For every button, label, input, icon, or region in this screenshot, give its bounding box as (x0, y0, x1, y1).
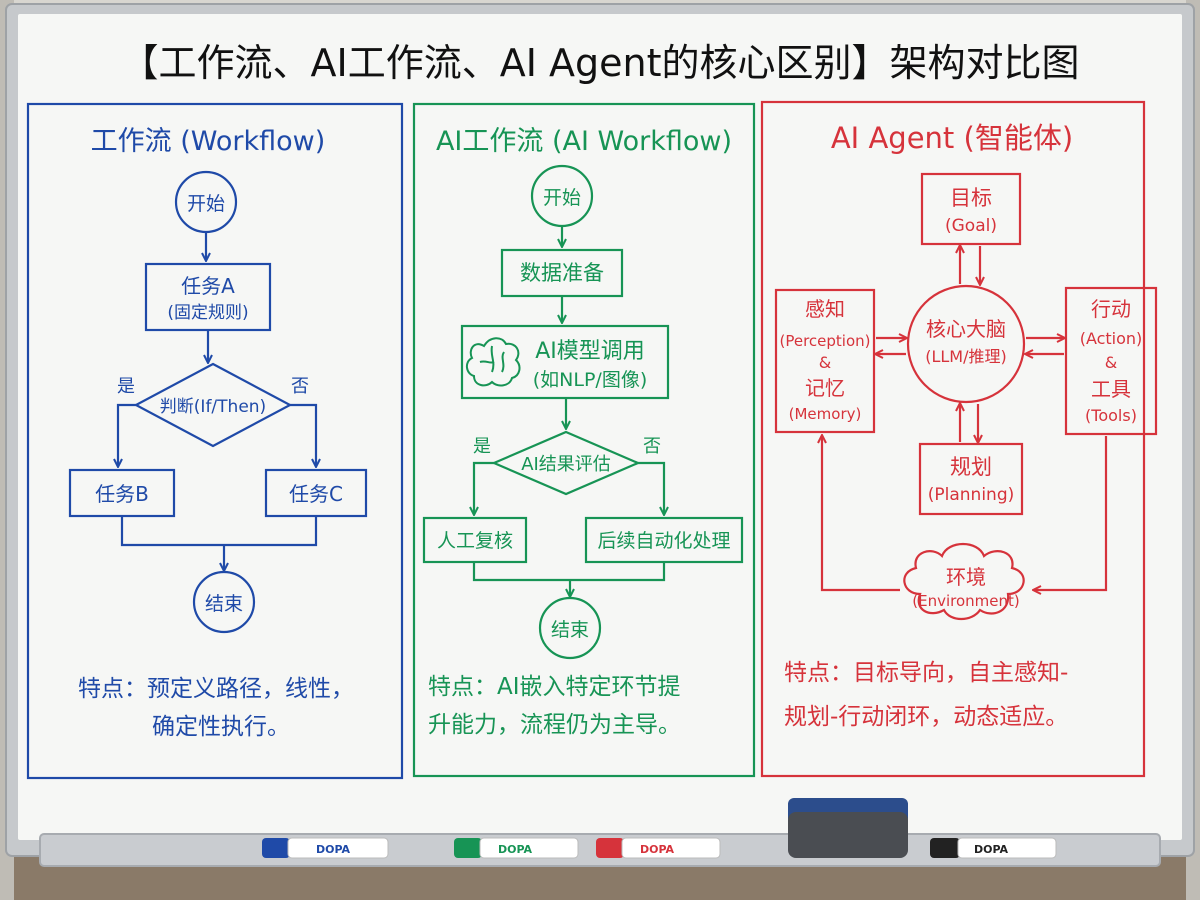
agent-feature-line1: 特点：目标导向，自主感知- (784, 660, 1068, 686)
eraser[interactable] (788, 798, 908, 858)
agent-planning-label: 规划 (950, 455, 992, 479)
wf-end-node (192, 570, 256, 634)
aiwf-decision-label: AI结果评估 (521, 454, 611, 475)
marker-blue-body (287, 837, 389, 859)
wf-merge-line (120, 516, 318, 547)
agent-memory-sublabel: (Memory) (789, 405, 862, 423)
marker-green-cap (454, 838, 482, 858)
agent-arrow-environment-perception (822, 436, 900, 592)
aiwf-start-label: 开始 (543, 187, 581, 209)
aiwf-manual-review-label: 人工复核 (437, 530, 513, 552)
agent-brain-label: 核心大脑 (926, 317, 1006, 341)
marker-red-body (621, 837, 721, 859)
ai-workflow-title: AI工作流 (AI Workflow) (436, 126, 732, 157)
wf-task-b-label: 任务B (95, 482, 149, 506)
agent-environment-cloud (903, 543, 1025, 621)
agent-perception-amp: & (819, 353, 831, 372)
agent-action-box (1064, 286, 1158, 436)
agent-action-label: 行动 (1091, 297, 1131, 321)
agent-action-amp: & (1105, 353, 1117, 372)
wf-feature-line1: 特点：预定义路径，线性， (78, 676, 354, 702)
agent-action-sublabel: (Action) (1080, 329, 1143, 348)
agent-tools-label: 工具 (1091, 377, 1131, 401)
marker-black-label: DOPA (974, 843, 1009, 856)
aiwf-yes-label: 是 (473, 436, 491, 457)
workflow-panel (26, 102, 404, 780)
agent-panel-border (760, 100, 1146, 778)
marker-black-body (957, 837, 1057, 859)
marker-red-label: DOPA (640, 843, 675, 856)
agent-environment-label: 环境 (946, 565, 986, 589)
agent-panel (760, 100, 1158, 778)
wf-yes-label: 是 (117, 376, 135, 397)
aiwf-end-label: 结束 (551, 619, 589, 641)
agent-brain-sublabel: (LLM/推理) (925, 347, 1007, 366)
agent-environment-sublabel: (Environment) (912, 592, 1019, 610)
wf-feature-line2: 确定性执行。 (152, 714, 290, 740)
wf-start-label: 开始 (187, 193, 225, 215)
agent-planning-box (918, 442, 1024, 516)
agent-perception-label: 感知 (805, 297, 845, 321)
marker-black[interactable]: DOPA (930, 837, 1057, 859)
marker-red[interactable]: DOPA (596, 837, 721, 859)
agent-perception-box (774, 288, 876, 434)
agent-feature-line2: 规划-行动闭环，动态适应。 (784, 704, 1068, 730)
marker-blue[interactable]: DOPA (262, 837, 389, 859)
wf-task-c-label: 任务C (289, 482, 343, 506)
marker-black-cap (930, 838, 960, 858)
wf-decision-diamond (133, 362, 293, 448)
aiwf-end-node (538, 596, 602, 660)
workflow-title: 工作流 (Workflow) (91, 126, 326, 157)
workflow-panel-border (26, 102, 404, 780)
aiwf-auto-process-label: 后续自动化处理 (597, 530, 730, 552)
agent-tools-sublabel: (Tools) (1085, 406, 1137, 425)
wf-end-label: 结束 (205, 593, 243, 615)
aiwf-decision-diamond (491, 430, 641, 496)
marker-green-body (479, 837, 579, 859)
agent-title: AI Agent (智能体) (831, 121, 1073, 155)
eraser-felt (788, 812, 908, 858)
wf-arrow-yes (118, 403, 136, 466)
aiwf-data-prep-label: 数据准备 (520, 261, 604, 285)
agent-memory-label: 记忆 (805, 376, 845, 400)
aiwf-no-label: 否 (643, 436, 661, 457)
ai-workflow-panel-border (412, 102, 756, 778)
page-title: 【工作流、AI工作流、AI Agent的核心区别】架构对比图 (121, 41, 1080, 85)
aiwf-feature-line1: 特点：AI嵌入特定环节提 (428, 674, 681, 700)
agent-planning-sublabel: (Planning) (928, 485, 1015, 505)
agent-perception-sublabel: (Perception) (779, 332, 870, 350)
wf-decision-label: 判断(If/Then) (160, 397, 266, 417)
aiwf-model-call-sublabel: (如NLP/图像) (533, 369, 647, 391)
agent-goal-sublabel: (Goal) (945, 216, 997, 236)
wf-no-label: 否 (291, 376, 309, 397)
marker-green-label: DOPA (498, 843, 533, 856)
aiwf-arrow-yes (474, 461, 494, 514)
agent-goal-box (920, 172, 1022, 246)
brain-icon (466, 337, 521, 387)
agent-brain-circle (906, 284, 1026, 404)
wf-arrow-no (290, 403, 316, 466)
board-surface (18, 14, 1182, 840)
marker-red-cap (596, 838, 624, 858)
wf-task-a-label: 任务A (181, 274, 235, 298)
marker-blue-label: DOPA (316, 843, 351, 856)
aiwf-model-call-label: AI模型调用 (535, 339, 645, 364)
marker-blue-cap (262, 838, 290, 858)
wf-task-a-sublabel: (固定规则) (167, 303, 248, 323)
aiwf-feature-line2: 升能力，流程仍为主导。 (428, 712, 681, 738)
aiwf-arrow-no (638, 461, 664, 514)
agent-arrow-action-environment (1034, 436, 1108, 590)
ai-workflow-panel (412, 102, 756, 778)
marker-green[interactable]: DOPA (454, 837, 579, 859)
agent-goal-label: 目标 (950, 186, 992, 210)
